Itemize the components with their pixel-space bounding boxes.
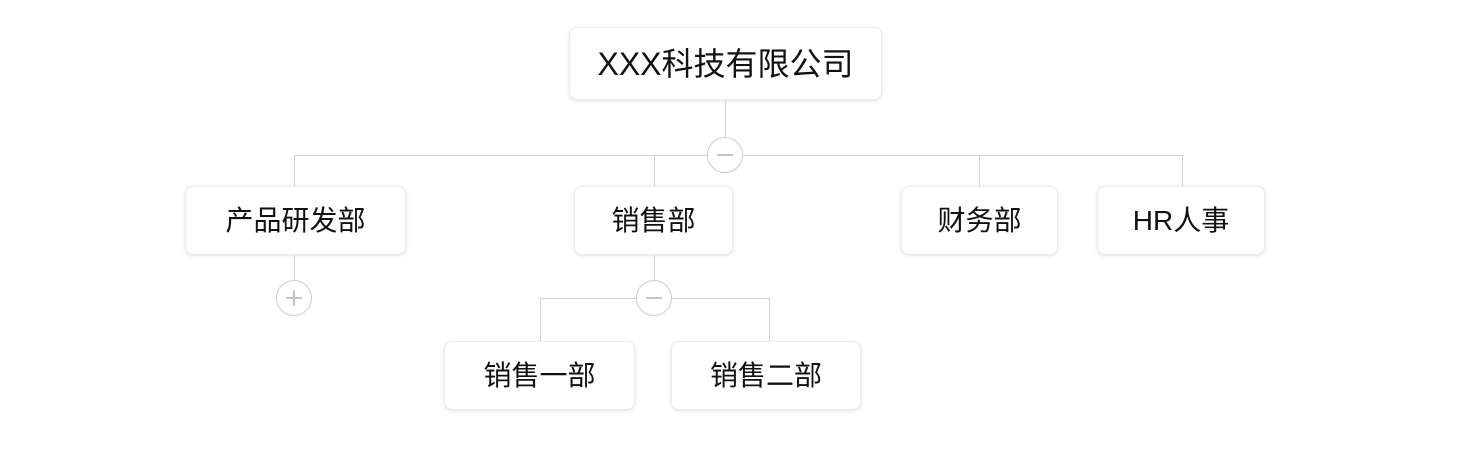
minus-icon [646, 297, 662, 299]
connector-drop-sales-2 [769, 298, 770, 341]
org-node-label: 销售一部 [483, 359, 596, 391]
org-node-sales-1[interactable]: 销售一部 [444, 341, 635, 410]
org-node-root[interactable]: XXX科技有限公司 [569, 27, 882, 100]
connector-drop-rd [294, 155, 295, 186]
org-node-label: 销售二部 [709, 359, 822, 391]
org-node-sales[interactable]: 销售部 [574, 186, 733, 255]
org-node-product-rd[interactable]: 产品研发部 [185, 186, 406, 255]
connector-root-stem [725, 100, 726, 155]
org-node-label: 产品研发部 [225, 204, 366, 236]
connector-drop-sales-1 [540, 298, 541, 341]
minus-icon [717, 154, 733, 156]
collapse-toggle-root[interactable] [707, 137, 743, 173]
connector-drop-finance [979, 155, 980, 186]
org-node-hr[interactable]: HR人事 [1097, 186, 1265, 255]
org-node-label: 销售部 [611, 204, 696, 236]
org-node-label: HR人事 [1132, 204, 1230, 236]
org-node-sales-2[interactable]: 销售二部 [671, 341, 861, 410]
expand-toggle-product-rd[interactable] [276, 280, 312, 316]
org-node-finance[interactable]: 财务部 [901, 186, 1058, 255]
connector-sales-stem [654, 255, 655, 298]
connector-rd-toggle-stem [294, 255, 295, 280]
plus-icon-vertical [293, 290, 295, 306]
connector-drop-sales [654, 155, 655, 186]
connector-drop-hr [1182, 155, 1183, 186]
org-node-label: 财务部 [937, 204, 1022, 236]
org-node-label: XXX科技有限公司 [597, 45, 854, 82]
collapse-toggle-sales[interactable] [636, 280, 672, 316]
